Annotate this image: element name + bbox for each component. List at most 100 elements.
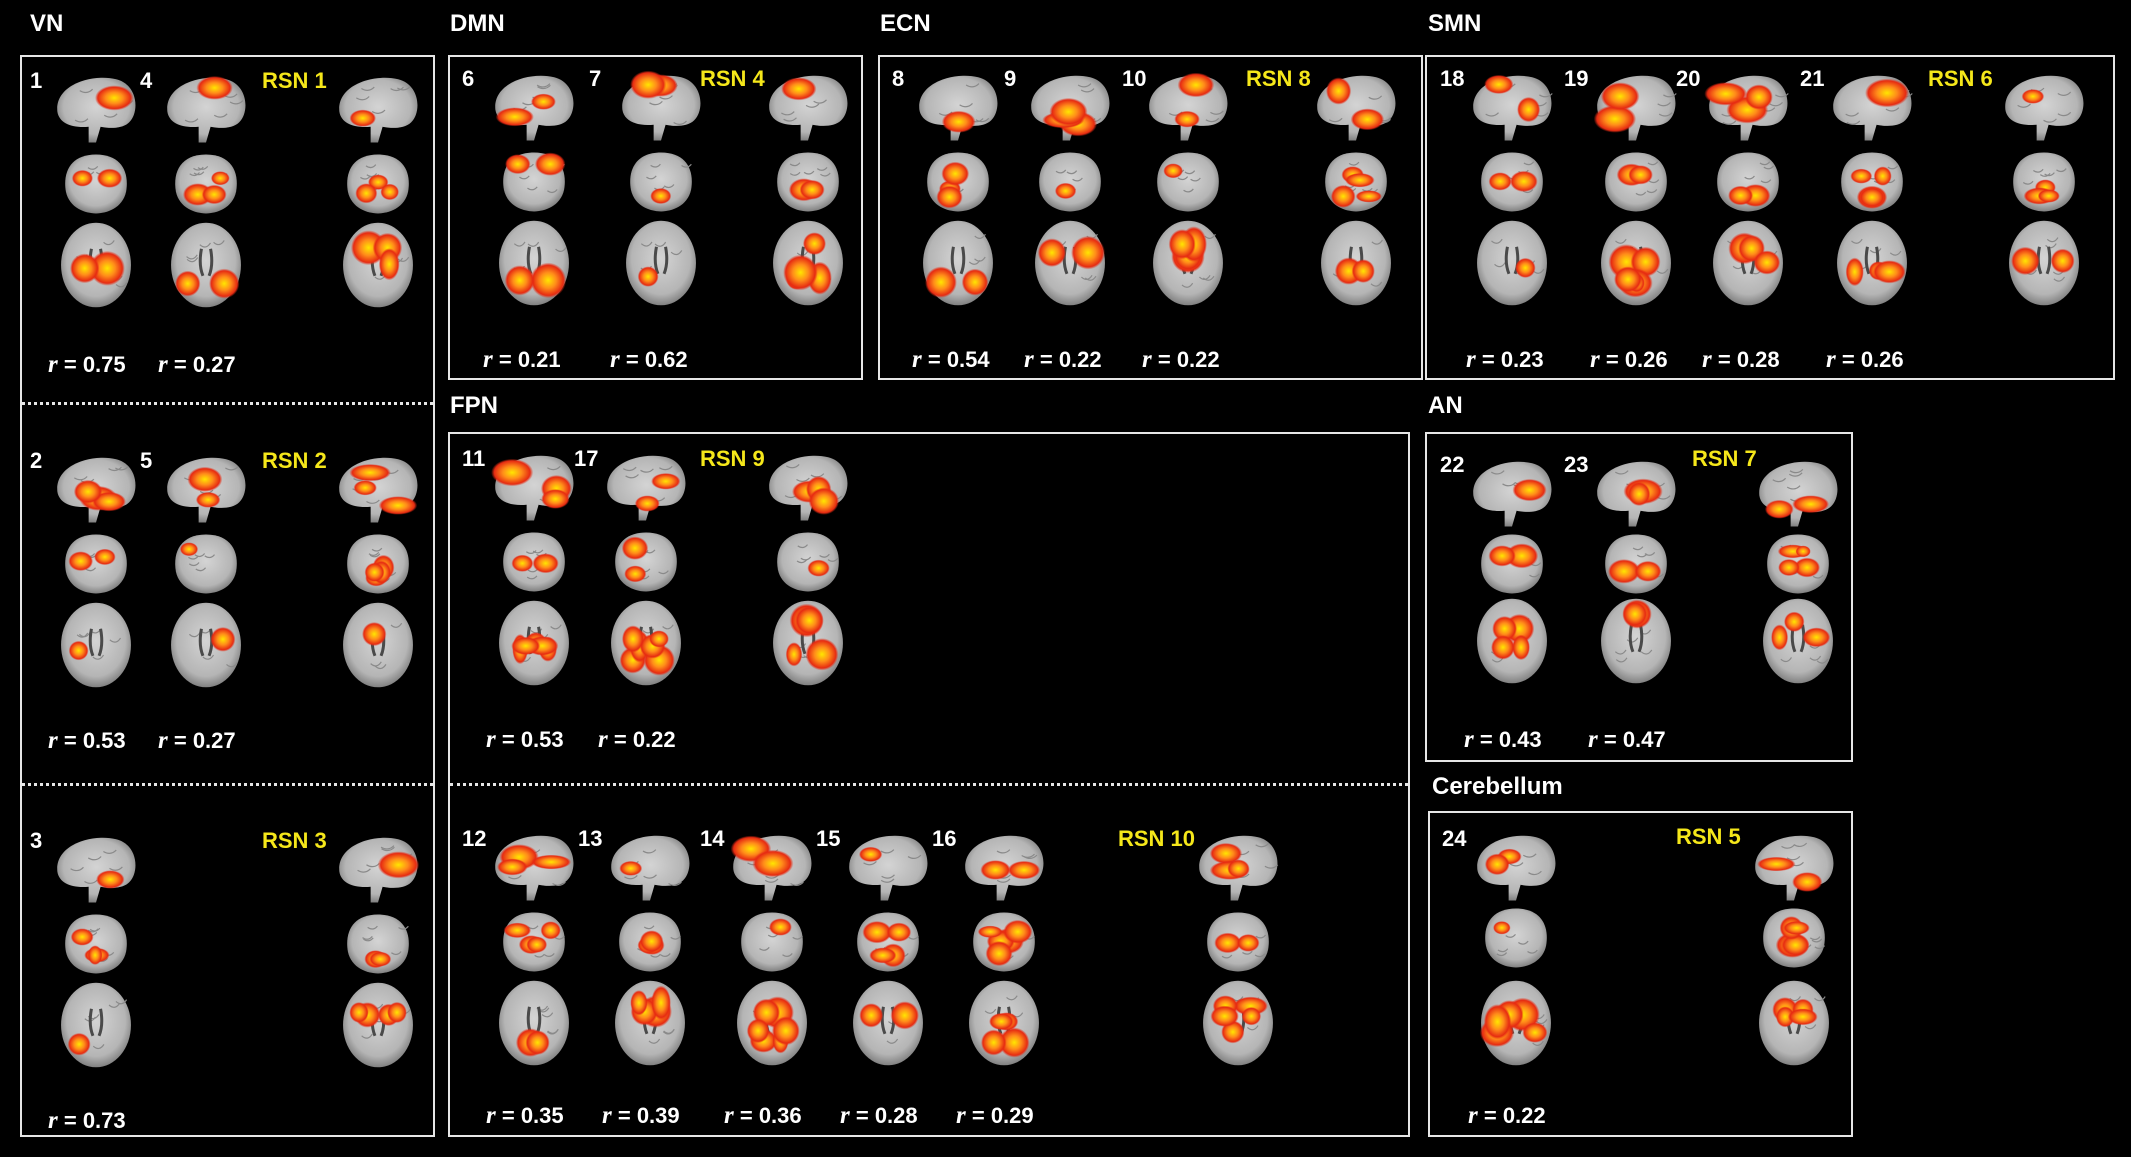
activation-blob xyxy=(540,921,561,940)
sulcus-line xyxy=(537,84,551,90)
activation-blob xyxy=(504,265,535,296)
sulcus-line xyxy=(1348,161,1360,166)
sulcus-line xyxy=(115,999,128,1005)
sulcus-line xyxy=(532,549,544,554)
sulcus-line xyxy=(880,878,895,883)
sulcus-line xyxy=(654,241,667,247)
sulcus-line xyxy=(1647,161,1659,166)
brain-outline xyxy=(626,220,696,306)
activation-blob xyxy=(503,922,532,939)
component-number: 10 xyxy=(1122,66,1147,91)
sulcus-line xyxy=(525,550,537,555)
sulcus-line xyxy=(189,172,200,177)
sulcus-line xyxy=(369,553,381,558)
sulcus-line xyxy=(663,1028,675,1034)
activation-blob xyxy=(980,1029,1007,1056)
sulcus-line xyxy=(2053,276,2066,282)
sulcus-line xyxy=(115,282,128,288)
activation-blob xyxy=(495,107,534,127)
sulcus-line xyxy=(355,96,370,101)
sulcus-line xyxy=(381,846,395,852)
activation-blob xyxy=(195,491,221,508)
activation-blob xyxy=(1517,96,1541,123)
correlation-value: r = 0.21 xyxy=(483,346,561,374)
r-number: 0.28 xyxy=(874,1103,918,1128)
sulcus-line xyxy=(2057,111,2072,117)
activation-blob xyxy=(1209,842,1243,865)
sulcus-line xyxy=(2043,118,2057,123)
sulcus-line xyxy=(1614,649,1627,655)
r-symbol: r xyxy=(48,727,58,754)
sulcus-line xyxy=(649,100,663,106)
activation-blob xyxy=(541,489,570,509)
activation-blob xyxy=(802,232,826,256)
sulcus-line xyxy=(1181,282,1194,288)
activation-blob xyxy=(69,253,100,284)
activation-blob xyxy=(862,920,892,944)
activation-blob xyxy=(1325,77,1352,105)
brain-outline xyxy=(607,455,686,521)
panel-vn xyxy=(20,55,435,1137)
coronal-slice-icon xyxy=(619,912,681,972)
activation-blob xyxy=(70,928,94,946)
sulcus-line xyxy=(526,575,538,580)
sulcus-line xyxy=(550,624,562,630)
sulcus-line xyxy=(1722,120,1737,125)
coronal-slice-icon xyxy=(503,912,565,972)
sagittal-slice-icon xyxy=(1597,461,1676,527)
coronal-slice-icon xyxy=(503,152,566,212)
equals-sign: = xyxy=(1151,347,1177,372)
network-label: DMN xyxy=(450,10,505,37)
sulcus-line xyxy=(1242,950,1253,955)
activation-blob xyxy=(1792,495,1830,514)
activation-blob xyxy=(1351,259,1375,283)
component-number: 19 xyxy=(1564,66,1589,91)
sulcus-line xyxy=(380,845,395,850)
activation-blob xyxy=(530,262,567,299)
sulcus-line xyxy=(1509,862,1524,867)
activation-blob xyxy=(1787,1008,1818,1026)
coronal-slice-icon xyxy=(857,912,919,972)
activation-blob xyxy=(1049,97,1088,126)
coronal-slice-icon xyxy=(1039,152,1101,212)
panel-fpn xyxy=(448,432,1410,1137)
sulcus-line xyxy=(1055,169,1067,174)
sulcus-line xyxy=(547,189,558,194)
rsn-label: RSN 5 xyxy=(1676,824,1741,849)
sulcus-line xyxy=(1490,470,1505,475)
activation-blob xyxy=(1783,611,1805,632)
r-symbol: r xyxy=(610,346,620,373)
equals-sign: = xyxy=(1597,727,1623,752)
sulcus-line xyxy=(1656,268,1669,274)
axial-slice-icon xyxy=(499,600,569,686)
sulcus-line xyxy=(975,117,990,123)
r-symbol: r xyxy=(724,1102,734,1129)
component-number: 23 xyxy=(1564,452,1589,477)
activation-blob xyxy=(1764,499,1794,519)
coronal-slice-icon xyxy=(503,532,565,592)
brain-outline xyxy=(1477,220,1547,306)
axial-slice-icon xyxy=(61,222,131,308)
sulcus-line xyxy=(658,570,669,575)
sagittal-slice-icon xyxy=(622,70,701,141)
activation-blob xyxy=(1775,1006,1795,1028)
activation-blob xyxy=(1628,165,1653,185)
r-symbol: r xyxy=(486,726,496,753)
sulcus-line xyxy=(813,99,827,104)
activation-blob xyxy=(531,854,572,870)
activation-blob xyxy=(89,250,125,286)
activation-blob xyxy=(1492,615,1518,642)
section-divider xyxy=(450,783,1408,786)
sagittal-slice-icon xyxy=(1704,75,1789,141)
sagittal-slice-icon xyxy=(167,457,246,523)
sagittal-slice-icon xyxy=(1473,461,1552,527)
activation-blob xyxy=(96,168,123,188)
sagittal-slice-icon xyxy=(965,835,1044,901)
brain-outline xyxy=(495,75,574,141)
ventricle-shape xyxy=(198,248,214,277)
activation-blob xyxy=(1484,74,1514,95)
axial-slice-icon xyxy=(499,980,569,1066)
sulcus-line xyxy=(816,166,828,171)
coronal-slice-icon xyxy=(777,152,839,212)
sulcus-line xyxy=(547,1028,559,1034)
